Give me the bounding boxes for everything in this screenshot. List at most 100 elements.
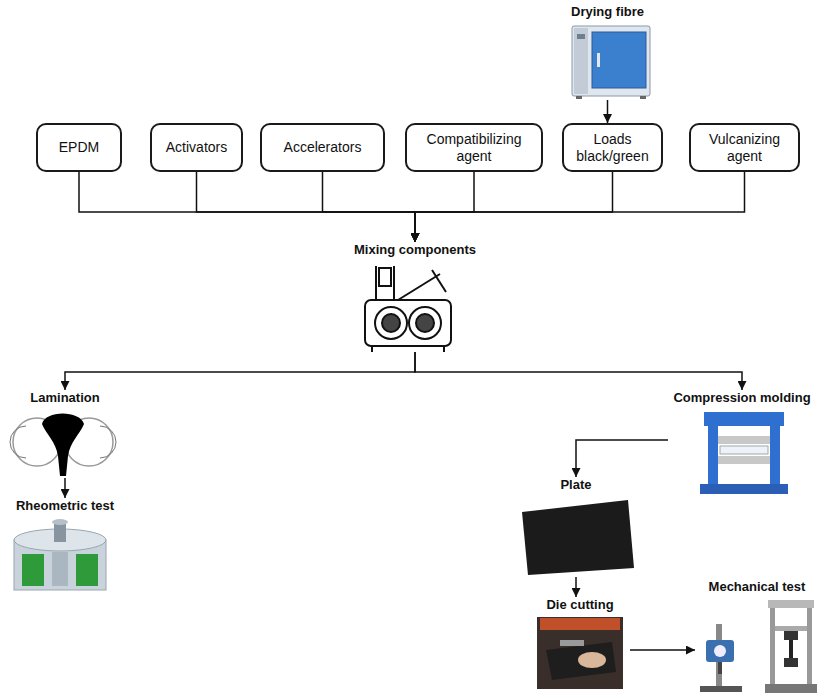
flow-arrow <box>415 172 745 242</box>
photo-ground <box>537 617 623 689</box>
rotation-arrow <box>10 426 26 458</box>
flow-arrow <box>415 352 742 390</box>
mixer-leg <box>371 346 373 352</box>
step-heading: Lamination <box>30 390 99 406</box>
durometer-dial <box>714 645 726 657</box>
machine-column <box>770 608 775 686</box>
flow-arrow <box>64 478 66 498</box>
flow-arrow <box>630 649 695 651</box>
die-cutting-illustration <box>537 617 623 689</box>
press-platen <box>718 456 770 464</box>
specimen <box>789 640 793 658</box>
press-top-beam <box>704 412 784 426</box>
mixer-leg <box>443 346 445 352</box>
durometer-base <box>700 686 742 692</box>
oven-foot <box>576 96 582 99</box>
process-step: Mechanical test <box>695 579 819 693</box>
step-heading: Rheometric test <box>16 498 114 514</box>
rheometer-rotor <box>52 552 68 586</box>
process-step: Compression molding <box>668 390 816 495</box>
step-heading: Compression molding <box>673 390 810 406</box>
process-step: Plate <box>515 477 637 577</box>
mixer-rotor-core <box>416 314 434 332</box>
die <box>560 640 584 646</box>
rotation-arrow <box>100 426 116 458</box>
process-step: Lamination <box>10 390 120 478</box>
box-label: Accelerators <box>284 139 362 155</box>
rheometer-illustration <box>14 519 106 590</box>
press-mould <box>720 446 768 454</box>
press-column <box>708 426 718 484</box>
flow-arrow <box>79 172 415 242</box>
step-heading: Drying fibre <box>571 4 644 20</box>
flow-arrow <box>576 440 668 477</box>
moving-crosshead <box>775 626 807 631</box>
grip <box>784 658 798 667</box>
mixer-chute <box>375 266 377 300</box>
box-label: Loads black/green <box>570 131 655 163</box>
oven-door <box>592 32 646 88</box>
ingredient-box: Loads black/green <box>562 123 663 172</box>
step-heading: Plate <box>560 477 591 493</box>
cutter-frame <box>540 618 620 630</box>
step-heading: Die cutting <box>546 597 613 613</box>
mixer-hopper-door <box>432 270 446 292</box>
oven-panel <box>574 28 588 94</box>
mixer-rotor <box>375 307 407 339</box>
box-label: Vulcanizing agent <box>697 131 792 163</box>
press-column <box>770 426 780 484</box>
ingredient-box: Compatibilizing agent <box>405 123 543 172</box>
flow-arrow <box>607 100 609 123</box>
step-heading: Mechanical test <box>709 579 806 595</box>
mixer-chamber <box>365 300 451 346</box>
rubber-sheet <box>42 414 84 477</box>
box-label: Compatibilizing agent <box>413 131 535 163</box>
plate-illustration <box>522 500 634 575</box>
rubber-plate <box>522 500 634 575</box>
durometer-indenter <box>718 662 722 674</box>
durometer-illustration <box>700 624 742 692</box>
flow-arrow <box>197 172 416 242</box>
mixer-rotor-core <box>382 314 400 332</box>
box-label: EPDM <box>59 139 99 155</box>
mixer-ram <box>379 268 391 286</box>
ingredient-box: Vulcanizing agent <box>689 123 800 172</box>
rheometer-die <box>76 554 98 586</box>
oven-body <box>572 26 650 96</box>
machine-column <box>807 608 812 686</box>
flow-arrow <box>415 172 474 242</box>
ingredient-box: EPDM <box>36 123 122 172</box>
oven-display <box>577 34 585 39</box>
process-step: Rheometric test <box>6 498 124 598</box>
ingredient-box: Accelerators <box>260 123 385 172</box>
rheometer-die <box>22 554 44 586</box>
ingredient-box: Activators <box>150 123 243 172</box>
rubber-sheet <box>546 642 616 680</box>
flow-arrow <box>65 352 415 390</box>
process-step: Mixing components <box>340 242 490 352</box>
machine-base <box>765 684 817 693</box>
oven-foot <box>640 96 646 99</box>
roller-illustration <box>10 414 116 477</box>
flow-arrow <box>415 172 613 242</box>
press-illustration <box>700 412 788 494</box>
oven-handle <box>597 53 600 67</box>
step-heading: Mixing components <box>354 242 476 258</box>
crosshead <box>768 600 814 608</box>
process-step: Drying fibre <box>560 4 655 100</box>
process-step: Die cutting <box>530 597 630 692</box>
oven-illustration <box>572 26 650 99</box>
mixer-chute <box>393 266 395 300</box>
mixer-illustration <box>365 266 451 352</box>
tensile-machine-illustration <box>765 600 817 693</box>
mixer-hopper-door <box>398 274 440 300</box>
mixer-rotor <box>409 307 441 339</box>
press-base <box>700 484 788 494</box>
durometer-head <box>706 640 734 662</box>
grip <box>784 631 798 640</box>
box-label: Activators <box>166 139 227 155</box>
press-platen <box>718 436 770 444</box>
flow-arrow <box>575 577 577 597</box>
